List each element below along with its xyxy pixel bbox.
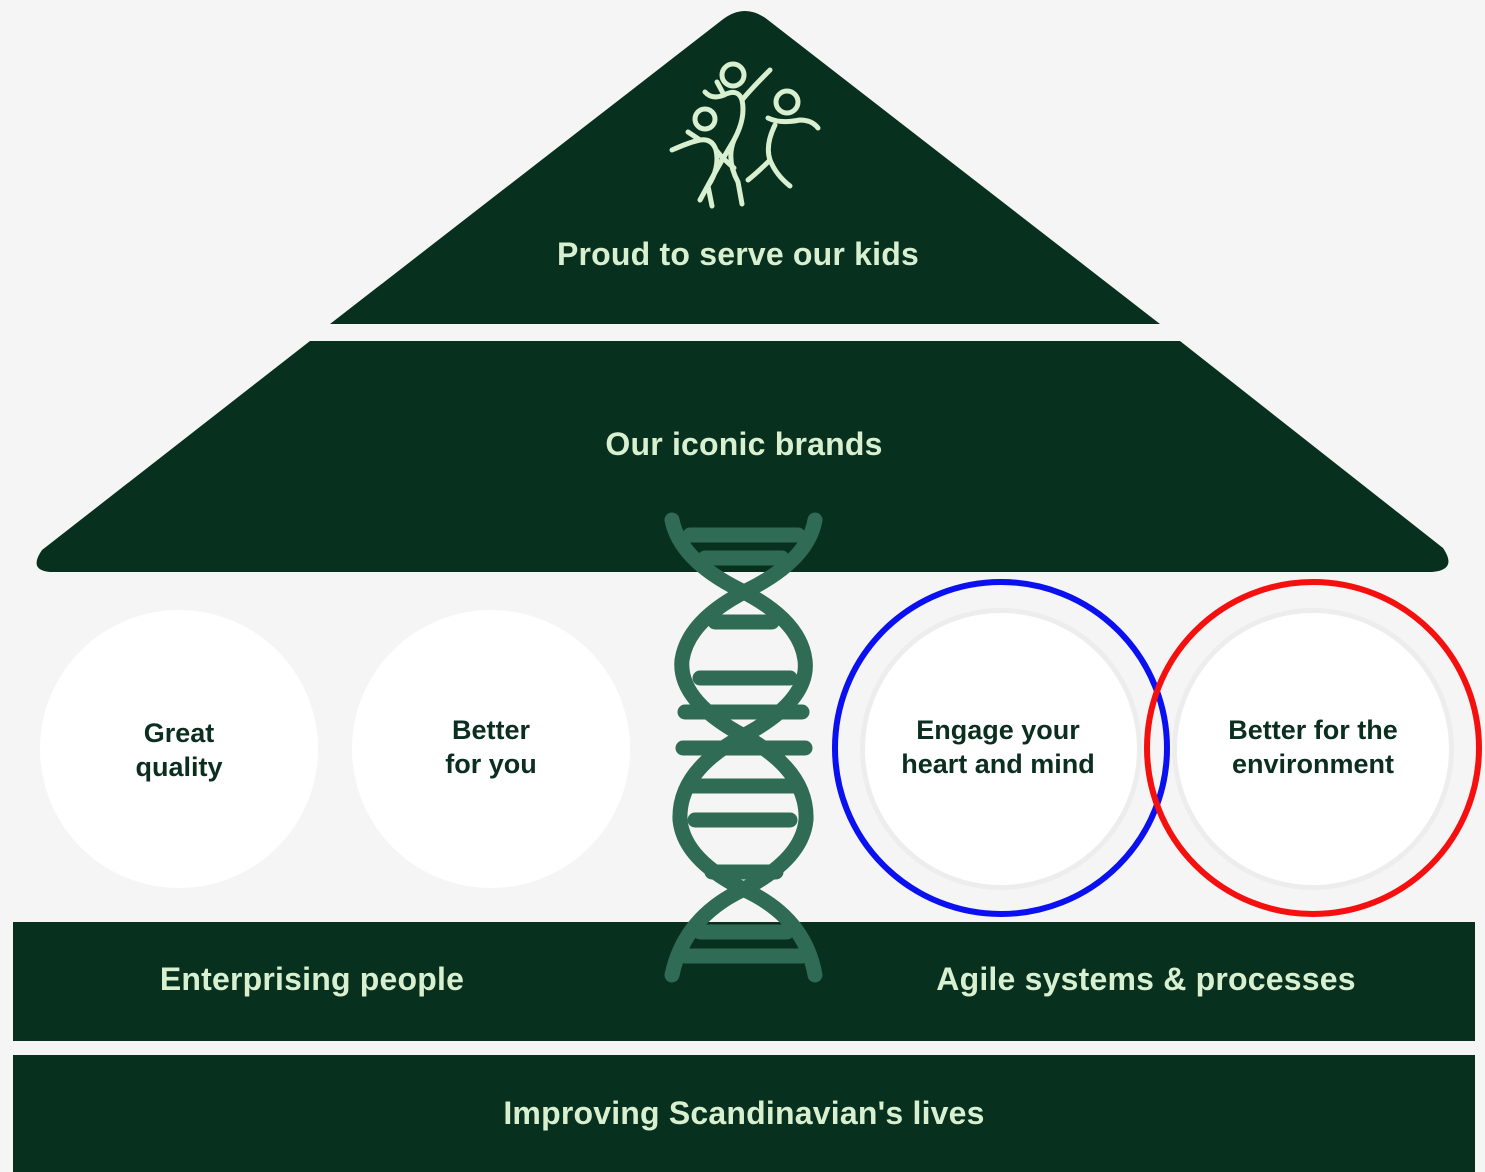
foundation-bar <box>13 922 1475 1041</box>
pillar-label-line: Better <box>451 715 531 745</box>
brands-band <box>36 341 1449 572</box>
foundation-left-label: Enterprising people <box>159 961 465 997</box>
pillar-label-great-quality: Great quality <box>49 716 309 784</box>
pillar-label-line: quality <box>135 752 223 782</box>
pillar-label-line: Great <box>143 718 215 748</box>
pillar-circle-great-quality <box>40 610 318 888</box>
pillar-label-environment: Better for the environment <box>1183 713 1443 781</box>
pillar-label-engage: Engage your heart and mind <box>868 713 1128 781</box>
pillar-circle-engage <box>865 613 1137 885</box>
kids-playing-icon <box>669 61 821 209</box>
dna-helix-icon <box>664 512 823 983</box>
pillar-label-line: heart and mind <box>901 749 1095 779</box>
pillar-label-line: for you <box>445 749 537 779</box>
highlight-ring-blue <box>832 579 1170 917</box>
pillar-circle-better-for-you <box>352 610 630 888</box>
foundation-right-label: Agile systems & processes <box>936 961 1356 997</box>
pillar-label-better-for-you: Better for you <box>361 713 621 781</box>
pillar-label-line: Better for the <box>1228 715 1398 745</box>
base-title: Improving Scandinavian's lives <box>503 1095 985 1131</box>
roof-title: Proud to serve our kids <box>556 236 920 272</box>
roof-triangle <box>330 11 1160 324</box>
brands-title: Our iconic brands <box>605 426 883 462</box>
pillar-label-line: Engage your <box>916 715 1080 745</box>
highlight-ring-red <box>1144 579 1482 917</box>
base-bar <box>13 1055 1475 1172</box>
pillar-circle-environment <box>1177 613 1449 885</box>
pillar-label-line: environment <box>1231 749 1395 779</box>
